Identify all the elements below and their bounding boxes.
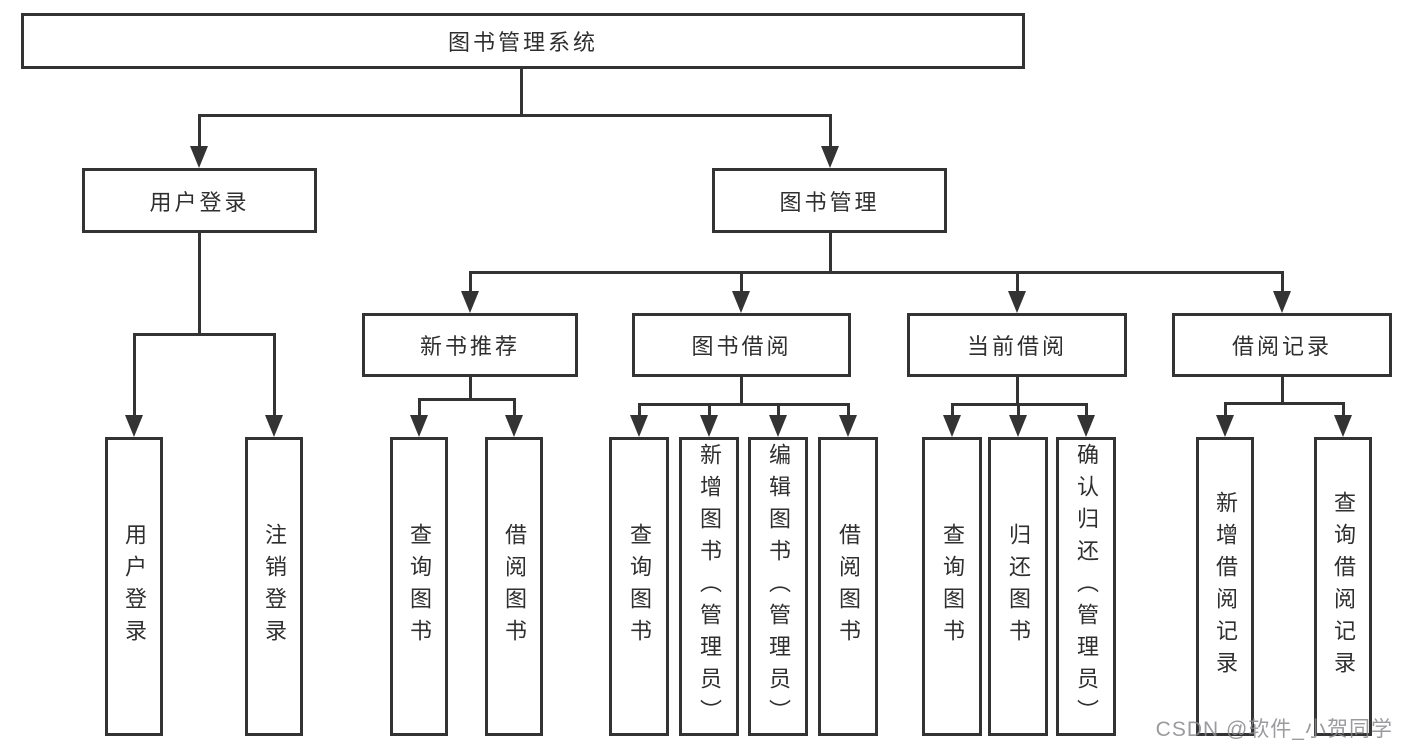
connector-line bbox=[513, 398, 516, 417]
arrow-down-icon bbox=[1273, 291, 1291, 313]
leaf-query-book-recommend: 查询图书 bbox=[390, 437, 448, 736]
leaf-borrow-book: 借阅图书 bbox=[818, 437, 878, 736]
node-borrow-records: 借阅记录 bbox=[1172, 313, 1392, 377]
arrow-down-icon bbox=[410, 415, 428, 437]
arrow-down-icon bbox=[265, 415, 283, 437]
arrow-down-icon bbox=[1008, 291, 1026, 313]
connector-line bbox=[1224, 402, 1227, 417]
connector-line bbox=[418, 398, 421, 417]
arrow-down-icon bbox=[190, 146, 208, 168]
connector-line bbox=[520, 68, 523, 116]
arrow-down-icon bbox=[505, 415, 523, 437]
arrow-down-icon bbox=[769, 415, 787, 437]
leaf-add-book-admin: 新增图书（管理员） bbox=[679, 437, 739, 736]
node-library-system: 图书管理系统 bbox=[21, 13, 1025, 69]
connector-line bbox=[198, 232, 201, 335]
arrow-down-icon bbox=[821, 146, 839, 168]
connector-line bbox=[847, 403, 850, 417]
arrow-down-icon bbox=[1077, 415, 1095, 437]
arrow-down-icon bbox=[732, 291, 750, 313]
leaf-return-book: 归还图书 bbox=[988, 437, 1048, 736]
connector-line bbox=[133, 333, 276, 336]
connector-line bbox=[198, 114, 831, 117]
arrow-down-icon bbox=[700, 415, 718, 437]
connector-line bbox=[1017, 403, 1020, 417]
connector-line bbox=[198, 114, 201, 148]
connector-line bbox=[740, 271, 743, 293]
connector-line bbox=[1085, 403, 1088, 417]
node-current-borrow: 当前借阅 bbox=[907, 313, 1127, 377]
leaf-add-borrow-record: 新增借阅记录 bbox=[1196, 437, 1254, 736]
connector-line bbox=[1016, 377, 1019, 405]
leaf-query-borrow-record: 查询借阅记录 bbox=[1314, 437, 1372, 736]
connector-line bbox=[777, 403, 780, 417]
csdn-watermark: CSDN @软件_小贺同学 bbox=[1155, 718, 1393, 741]
arrow-down-icon bbox=[1009, 415, 1027, 437]
connector-line bbox=[638, 403, 641, 417]
leaf-borrow-book-recommend: 借阅图书 bbox=[485, 437, 543, 736]
leaf-user-login: 用户登录 bbox=[105, 437, 163, 736]
leaf-confirm-return-admin: 确认归还（管理员） bbox=[1056, 437, 1116, 736]
connector-line bbox=[1342, 402, 1345, 417]
connector-line bbox=[273, 333, 276, 415]
arrow-down-icon bbox=[943, 415, 961, 437]
connector-line bbox=[708, 403, 711, 417]
connector-line bbox=[829, 114, 832, 148]
leaf-query-book-current: 查询图书 bbox=[922, 437, 982, 736]
arrow-down-icon bbox=[125, 415, 143, 437]
connector-line bbox=[1281, 376, 1284, 404]
node-book-management: 图书管理 bbox=[712, 168, 947, 233]
node-new-book-recommend: 新书推荐 bbox=[362, 313, 578, 377]
arrow-down-icon bbox=[461, 291, 479, 313]
arrow-down-icon bbox=[1334, 415, 1352, 437]
connector-line bbox=[740, 377, 743, 405]
arrow-down-icon bbox=[630, 415, 648, 437]
arrow-down-icon bbox=[1216, 415, 1234, 437]
connector-line bbox=[469, 377, 472, 400]
connector-line bbox=[638, 403, 850, 406]
leaf-query-book-borrow: 查询图书 bbox=[609, 437, 669, 736]
connector-line bbox=[829, 232, 832, 273]
connector-line bbox=[951, 403, 954, 417]
node-user-login: 用户登录 bbox=[82, 168, 317, 233]
connector-line bbox=[1281, 271, 1284, 293]
leaf-edit-book-admin: 编辑图书（管理员） bbox=[748, 437, 808, 736]
node-book-borrow: 图书借阅 bbox=[632, 313, 851, 377]
connector-line bbox=[418, 398, 516, 401]
connector-line bbox=[469, 271, 1284, 274]
connector-line bbox=[133, 333, 136, 415]
connector-line bbox=[1224, 402, 1345, 405]
connector-line bbox=[469, 271, 472, 293]
arrow-down-icon bbox=[839, 415, 857, 437]
connector-line bbox=[1016, 271, 1019, 293]
leaf-logout: 注销登录 bbox=[245, 437, 303, 736]
